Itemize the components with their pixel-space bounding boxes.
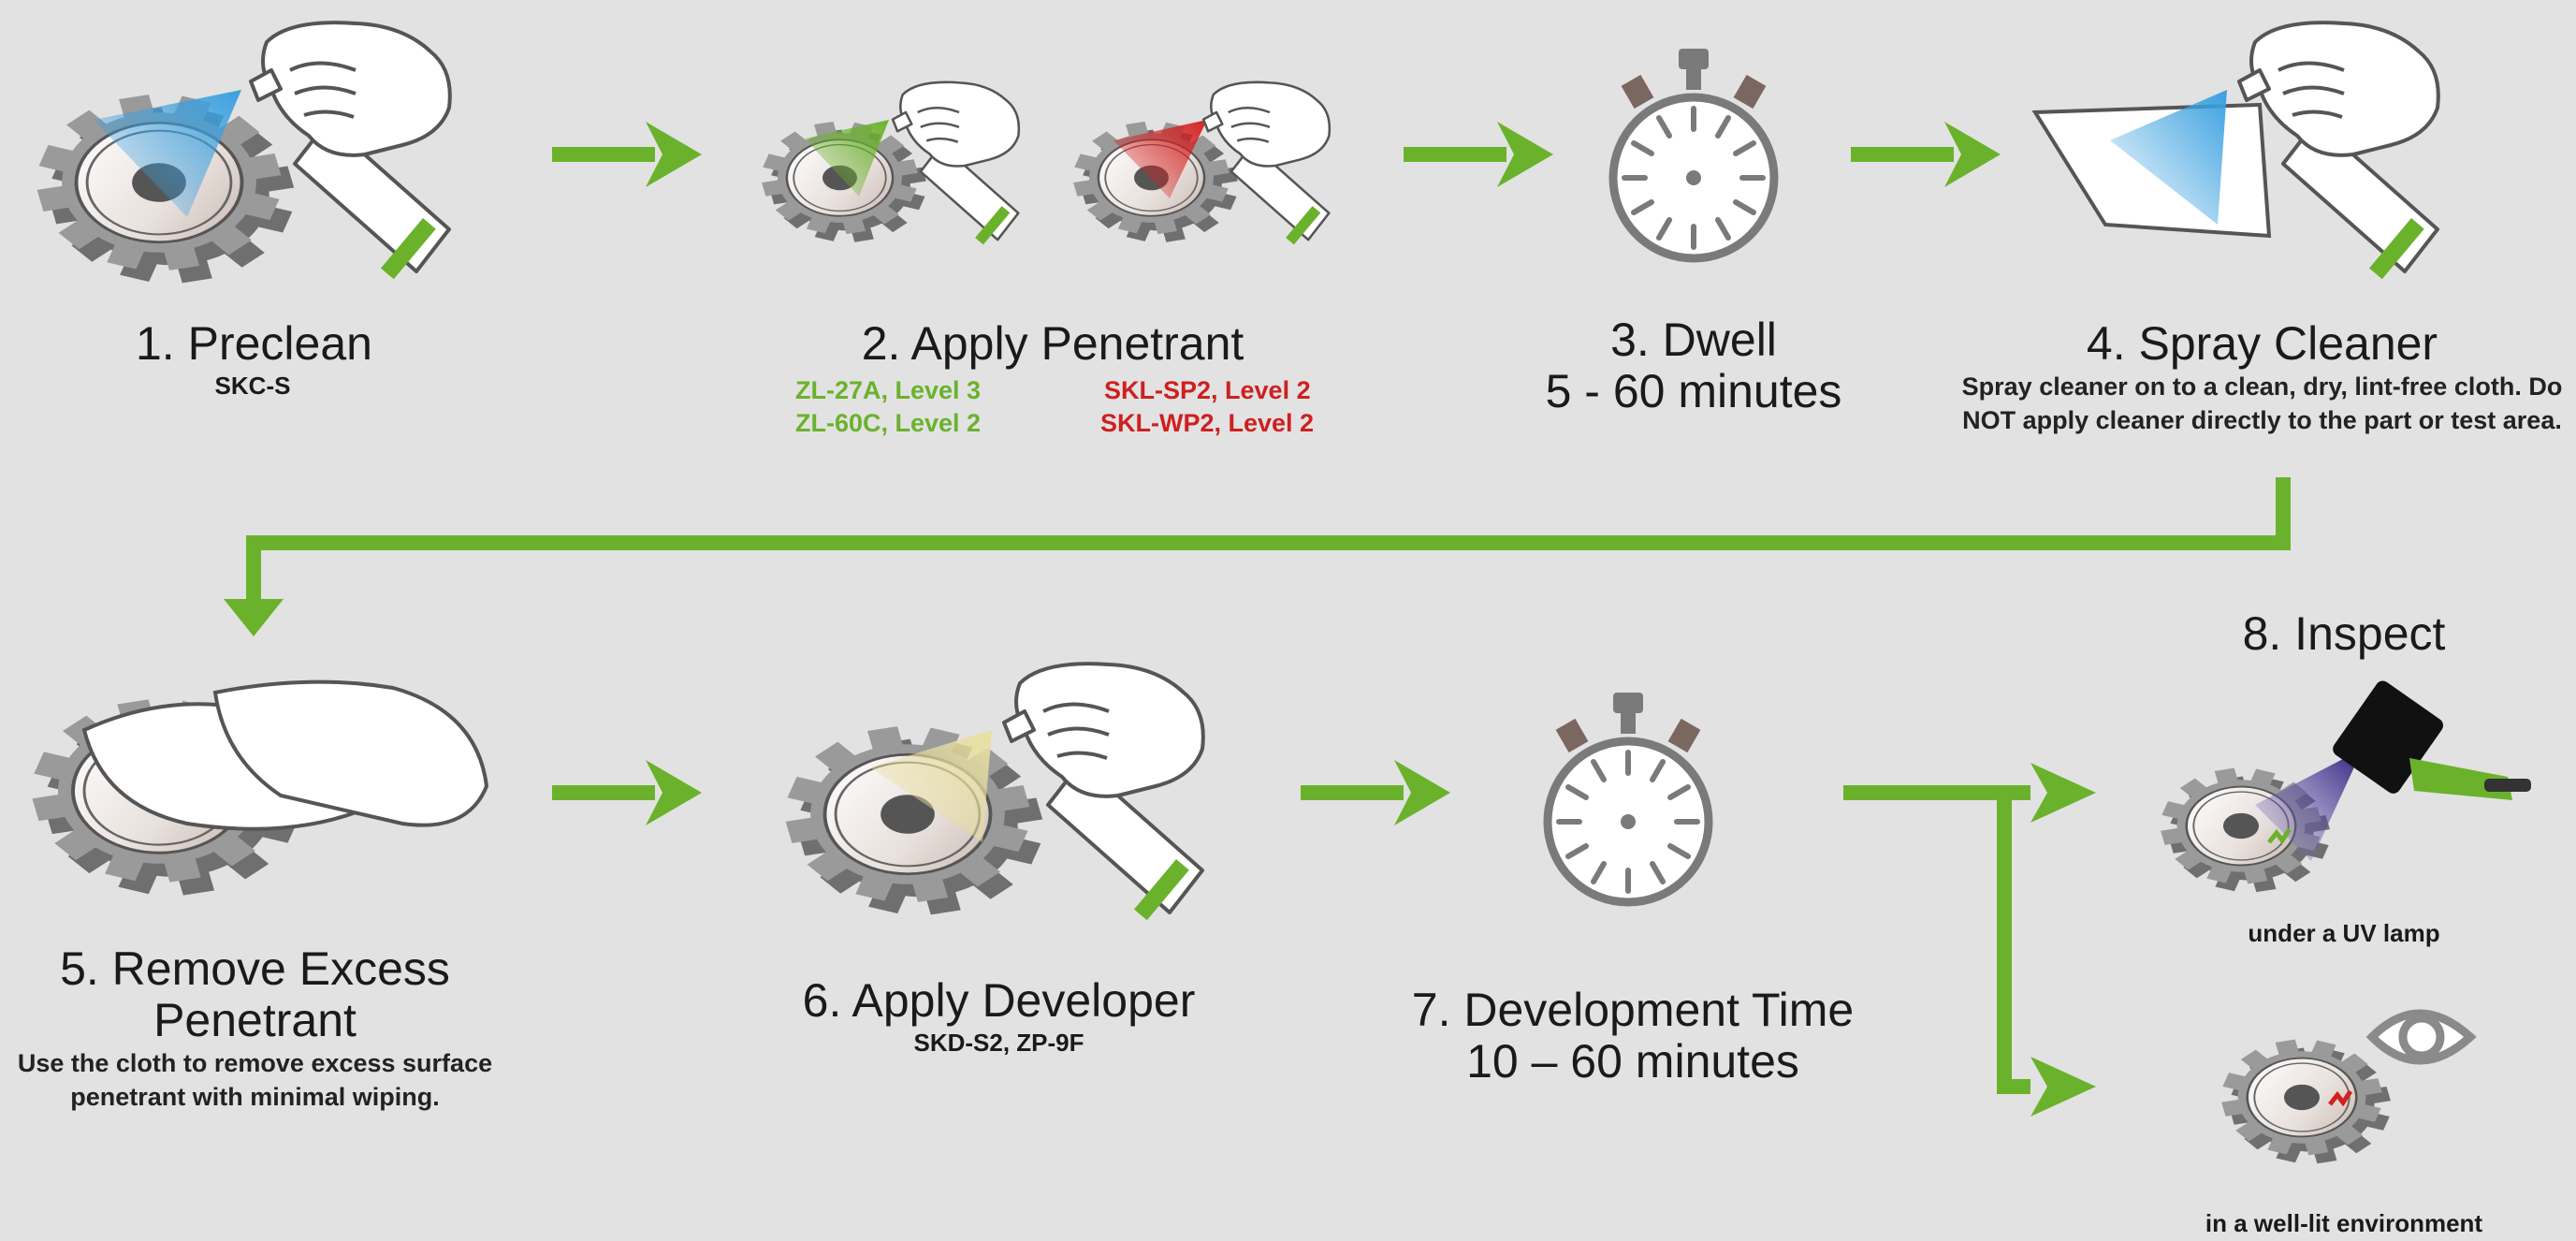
step1-label: 1. Preclean SKC-S — [136, 317, 372, 402]
defect-indication-red — [2328, 1089, 2353, 1107]
step3-title: 3. Dwell — [1610, 314, 1777, 366]
step8-light-caption: in a well-lit environment — [2205, 1209, 2483, 1237]
step2-title: 2. Apply Penetrant — [861, 317, 1244, 370]
step6-products: SKD-S2, ZP-9F — [913, 1029, 1084, 1057]
step8-uv-illustration — [2152, 680, 2531, 903]
uv-light-cone — [2255, 749, 2363, 861]
spray-cone-blue — [94, 90, 241, 217]
step4-title: 4. Spray Cleaner — [2086, 317, 2438, 370]
arrow-3-4 — [1851, 122, 2001, 187]
step6-title: 6. Apply Developer — [802, 974, 1196, 1027]
spray-cone-red — [1113, 120, 1207, 198]
step8-label: 8. Inspect — [2208, 608, 2480, 660]
step4-desc-line1: Spray cleaner on to a clean, dry, lint-f… — [1961, 372, 2563, 401]
step6-illustration — [772, 662, 1205, 931]
step6-label: 6. Apply Developer SKD-S2, ZP-9F — [777, 975, 1221, 1059]
spray-cone-blue-2 — [2110, 90, 2227, 225]
step3-label: 3. Dwell 5 - 60 minutes — [1497, 314, 1890, 417]
step1-title: 1. Preclean — [136, 317, 372, 370]
arrow-1-2 — [552, 122, 702, 187]
step1-illustration — [19, 21, 452, 299]
arrow-5-6 — [552, 760, 702, 825]
step5-desc-line2: penetrant with minimal wiping. — [70, 1083, 440, 1112]
step7-label: 7. Development Time 10 – 60 minutes — [1385, 985, 1881, 1088]
step7-duration: 10 – 60 minutes — [1466, 1035, 1799, 1088]
arrow-6-7 — [1301, 760, 1450, 825]
arrow-2-3 — [1404, 122, 1553, 187]
step5-title-line2: Penetrant — [153, 994, 357, 1046]
step2-red-product-1: SKL-SP2, Level 2 — [1104, 376, 1311, 404]
uv-lamp-icon — [2333, 680, 2531, 800]
step2-green-product-1: ZL-27A, Level 3 — [795, 376, 982, 404]
step2-illustration — [753, 80, 1332, 253]
stopwatch-dwell — [1613, 49, 1774, 258]
step4-illustration — [2031, 21, 2440, 282]
step5-title-line1: 5. Remove Excess — [60, 942, 450, 995]
step2-green-product-2: ZL-60C, Level 2 — [795, 409, 982, 437]
hand-icon — [212, 679, 489, 827]
spray-cone-green — [805, 120, 889, 197]
step5-desc-line1: Use the cloth to remove excess surface — [17, 1049, 493, 1077]
step3-duration: 5 - 60 minutes — [1545, 365, 1842, 417]
step4-label: 4. Spray Cleaner Spray cleaner on to a c… — [1951, 318, 2573, 438]
step5-illustration — [19, 679, 489, 912]
step5-label: 5. Remove Excess Penetrant Use the cloth… — [0, 943, 510, 1115]
step7-title: 7. Development Time — [1411, 984, 1855, 1036]
step2-label: 2. Apply Penetrant — [805, 318, 1301, 370]
spray-cone-yellow — [870, 730, 992, 842]
step1-product: SKC-S — [214, 372, 291, 400]
connector-4-5 — [224, 477, 2291, 636]
step8-visible-illustration — [2213, 1009, 2477, 1175]
step8-title: 8. Inspect — [2242, 607, 2446, 660]
step2-red-product-2: SKL-WP2, Level 2 — [1100, 409, 1315, 437]
step4-desc-line2: NOT apply cleaner directly to the part o… — [1962, 406, 2562, 435]
arrow-7-8-branch — [1843, 763, 2096, 1117]
eye-icon — [2365, 1009, 2477, 1065]
defect-indication-green — [2267, 827, 2292, 845]
step8-uv-caption: under a UV lamp — [2248, 919, 2440, 947]
stopwatch-development — [1548, 693, 1709, 902]
